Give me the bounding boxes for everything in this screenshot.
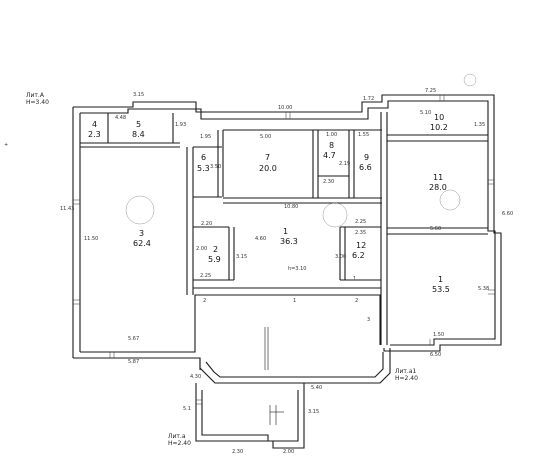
dim-220: 2.20 bbox=[201, 221, 212, 227]
dim-560: 5.60 bbox=[430, 226, 441, 232]
room-12-number: 12 bbox=[356, 241, 366, 250]
liter-a2-height: Н=2.40 bbox=[168, 440, 191, 447]
dim-430: 4.30 bbox=[190, 374, 201, 380]
room-10-area: 10.2 bbox=[430, 123, 448, 132]
liter-a1-name: Лит.а1 bbox=[395, 368, 416, 375]
room-8-area: 4.7 bbox=[323, 151, 336, 160]
dim-1143: 11.43 bbox=[60, 206, 74, 212]
dim-195: 1.95 bbox=[200, 134, 211, 140]
interior-walls bbox=[80, 112, 488, 425]
dim-650: 6.50 bbox=[430, 352, 441, 358]
margin-mark: + bbox=[4, 142, 8, 148]
window-marks bbox=[73, 95, 495, 405]
dimension-labels: 3.15 10.00 7.25 1.72 4.48 1.93 1.95 5.00… bbox=[60, 88, 513, 455]
background-stamps bbox=[125, 73, 477, 228]
door-2a: 2 bbox=[203, 298, 206, 304]
room-1-area: 36.3 bbox=[280, 237, 298, 246]
dim-725: 7.25 bbox=[425, 88, 436, 94]
dim-1150: 11.50 bbox=[84, 236, 98, 242]
room-4b-number: 4 bbox=[92, 120, 97, 129]
dim-300: 3.00 bbox=[335, 254, 346, 260]
dim-172: 1.72 bbox=[363, 96, 374, 102]
liter-a1-height: Н=2.40 bbox=[395, 375, 418, 382]
dim-315b: 3.15 bbox=[236, 254, 247, 260]
dim-51: 5.1 bbox=[183, 406, 191, 412]
dim-235: 2.35 bbox=[355, 230, 366, 236]
room-9-number: 9 bbox=[364, 153, 369, 162]
dim-1080: 10.80 bbox=[284, 204, 298, 210]
dim-193: 1.93 bbox=[175, 122, 186, 128]
dim-540: 5.40 bbox=[311, 385, 322, 391]
dim-155: 1.55 bbox=[358, 132, 369, 138]
room-1b-number: 1 bbox=[438, 275, 443, 284]
dim-567: 5.67 bbox=[128, 336, 139, 342]
dim-587: 5.87 bbox=[128, 359, 139, 365]
room-2-area: 5.9 bbox=[208, 255, 221, 264]
dim-538: 5.38 bbox=[478, 286, 489, 292]
room-3-number: 3 bbox=[139, 229, 144, 238]
dim-315c: 3.15 bbox=[308, 409, 319, 415]
outer-walls bbox=[72, 94, 502, 449]
dim-510: 5.10 bbox=[420, 110, 431, 116]
dim-1000: 10.00 bbox=[278, 105, 292, 111]
door-3: 3 bbox=[367, 317, 370, 323]
door-markers: 1 1 2 2 3 bbox=[203, 276, 370, 323]
room-3-area: 62.4 bbox=[133, 239, 151, 248]
dim-135: 1.35 bbox=[474, 122, 485, 128]
dim-350: 3.50 bbox=[210, 164, 221, 170]
door-2b: 2 bbox=[355, 298, 358, 304]
dim-200a: 2.00 bbox=[196, 246, 207, 252]
room-1b-area: 53.5 bbox=[432, 285, 450, 294]
dim-h310: h=3.10 bbox=[288, 266, 307, 272]
room-5-number: 5 bbox=[136, 120, 141, 129]
dim-100: 1.00 bbox=[326, 132, 337, 138]
room-1-number: 1 bbox=[283, 227, 288, 236]
liter-a-height: Н=3.40 bbox=[26, 99, 49, 106]
room-8-number: 8 bbox=[329, 141, 334, 150]
dim-660: 6.60 bbox=[502, 211, 513, 217]
dim-225a: 2.25 bbox=[355, 219, 366, 225]
door-1a: 1 bbox=[293, 298, 296, 304]
room-10-number: 10 bbox=[434, 113, 444, 122]
room-11-area: 28.0 bbox=[429, 183, 447, 192]
dim-230: 2.30 bbox=[323, 179, 334, 185]
room-7-number: 7 bbox=[265, 153, 270, 162]
room-7-area: 20.0 bbox=[259, 164, 277, 173]
dim-230b: 2.30 bbox=[232, 449, 243, 455]
room-12-area: 6.2 bbox=[352, 251, 365, 260]
liter-a2-name: Лит.а bbox=[168, 433, 186, 440]
room-6-number: 6 bbox=[201, 153, 206, 162]
room-2-number: 2 bbox=[213, 245, 218, 254]
dim-200b: 2.00 bbox=[283, 449, 294, 455]
door-1b: 1 bbox=[353, 276, 356, 282]
room-11-number: 11 bbox=[433, 173, 443, 182]
room-6-area: 5.3 bbox=[197, 164, 210, 173]
dim-150: 1.50 bbox=[433, 332, 444, 338]
room-9-area: 6.6 bbox=[359, 163, 372, 172]
dim-500: 5.00 bbox=[260, 134, 271, 140]
dim-448: 4.48 bbox=[115, 115, 126, 121]
dim-460: 4.60 bbox=[255, 236, 266, 242]
liter-a-name: Лит.А bbox=[26, 92, 45, 99]
dim-219: 2.19 bbox=[339, 161, 350, 167]
dim-315-top: 3.15 bbox=[133, 92, 144, 98]
dim-225b: 2.25 bbox=[200, 273, 211, 279]
room-4b-area: 2.3 bbox=[88, 130, 101, 139]
room-5-area: 8.4 bbox=[132, 130, 145, 139]
